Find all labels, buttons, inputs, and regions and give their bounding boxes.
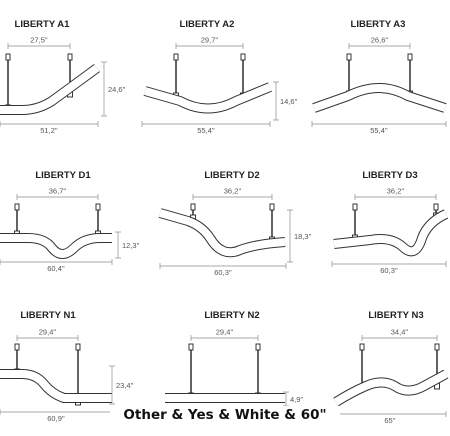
panel-liberty-n2: LIBERTY N2 29,4'' 4,9'' bbox=[165, 310, 304, 407]
left-suspension-canopy bbox=[173, 53, 179, 61]
panel-liberty-d2: LIBERTY D2 36,2'' 18,3'' 60,3'' bbox=[158, 170, 312, 277]
panel-title: LIBERTY N3 bbox=[368, 310, 423, 321]
top-width-dim-label: 29,7'' bbox=[201, 36, 219, 45]
panel-title: LIBERTY N2 bbox=[204, 310, 259, 321]
left-suspension-canopy bbox=[359, 343, 365, 351]
bottom-width-dim-label: 60,4'' bbox=[47, 264, 65, 273]
panel-title: LIBERTY D2 bbox=[204, 170, 259, 181]
left-suspension-canopy bbox=[346, 53, 352, 61]
bottom-width-dim-label: 60,3'' bbox=[214, 268, 232, 277]
left-suspension-canopy bbox=[188, 343, 194, 351]
top-width-dim-label: 29,4'' bbox=[216, 328, 234, 337]
panel-title: LIBERTY A1 bbox=[15, 19, 71, 30]
lamp-body-body bbox=[0, 64, 100, 114]
right-suspension-canopy bbox=[434, 343, 440, 351]
top-width-dim-label: 27,5'' bbox=[30, 36, 48, 45]
bottom-width-dim-label: 60,9'' bbox=[47, 414, 65, 423]
lamp-body-body bbox=[333, 370, 448, 406]
height-dim-label: 12,3'' bbox=[122, 241, 140, 250]
panel-title: LIBERTY N1 bbox=[20, 310, 76, 321]
bottom-width-dim-label: 55,4'' bbox=[370, 126, 388, 135]
bottom-width-dim-label: 51,2'' bbox=[40, 126, 58, 135]
left-suspension-canopy bbox=[5, 53, 11, 61]
height-dim-label: 24,6'' bbox=[108, 85, 126, 94]
panel-title: LIBERTY A3 bbox=[351, 19, 406, 30]
lamp-body-body bbox=[333, 210, 448, 256]
height-dim-label: 18,3'' bbox=[294, 232, 312, 241]
left-suspension-canopy bbox=[352, 203, 358, 211]
top-width-dim-label: 36,7'' bbox=[49, 187, 67, 196]
left-suspension-canopy bbox=[190, 203, 196, 211]
panel-liberty-n3: LIBERTY N3 34,4'' 65'' bbox=[333, 310, 449, 425]
panel-liberty-a1: LIBERTY A1 27,5'' 24,6'' 51,2'' bbox=[0, 19, 126, 135]
lamp-body-body bbox=[158, 209, 286, 257]
top-width-dim-label: 29,4'' bbox=[39, 328, 57, 337]
height-dim-label: 23,4'' bbox=[116, 381, 134, 390]
panel-liberty-a3: LIBERTY A3 26,6'' 55,4'' bbox=[311, 19, 447, 135]
panel-title: LIBERTY D1 bbox=[35, 170, 91, 181]
bottom-width-dim-label: 55,4'' bbox=[197, 126, 215, 135]
right-suspension-canopy bbox=[67, 53, 73, 61]
bottom-width-dim-label: 60,3'' bbox=[380, 266, 398, 275]
height-dim-label: 14,6'' bbox=[280, 97, 298, 106]
right-suspension-canopy bbox=[433, 203, 439, 211]
lamp-body-body bbox=[0, 234, 112, 258]
left-suspension-canopy bbox=[14, 343, 20, 351]
top-width-dim-label: 36,2'' bbox=[224, 187, 242, 196]
panel-title: LIBERTY D3 bbox=[362, 170, 417, 181]
top-width-dim-label: 36,2'' bbox=[387, 187, 405, 196]
panel-liberty-d1: LIBERTY D1 36,7'' 12,3'' 60,4'' bbox=[0, 170, 140, 273]
right-suspension-canopy bbox=[240, 53, 246, 61]
panel-liberty-a2: LIBERTY A2 29,7'' 14,6'' 55,4'' bbox=[141, 19, 298, 135]
panel-liberty-n1: LIBERTY N1 29,4'' 23,4'' 60,9'' bbox=[0, 310, 134, 423]
panel-liberty-d3: LIBERTY D3 36,2'' 60,3'' bbox=[331, 170, 449, 275]
lamp-body-body bbox=[0, 370, 112, 402]
caption-overlay: Other & Yes & White & 60" bbox=[110, 406, 340, 424]
lamp-body-body bbox=[143, 83, 272, 113]
panel-title: LIBERTY A2 bbox=[180, 19, 235, 30]
height-dim-label: 4,9'' bbox=[290, 395, 304, 404]
left-suspension-canopy bbox=[14, 203, 20, 211]
top-width-dim-label: 34,4'' bbox=[391, 328, 409, 337]
right-suspension-canopy bbox=[95, 203, 101, 211]
lamp-body-body bbox=[312, 84, 447, 112]
bottom-width-dim-label: 65'' bbox=[384, 416, 396, 425]
right-suspension-canopy bbox=[255, 343, 261, 351]
top-width-dim-label: 26,6'' bbox=[371, 36, 389, 45]
right-suspension-canopy bbox=[407, 53, 413, 61]
right-suspension-canopy bbox=[269, 203, 275, 211]
right-suspension-canopy bbox=[75, 343, 81, 351]
